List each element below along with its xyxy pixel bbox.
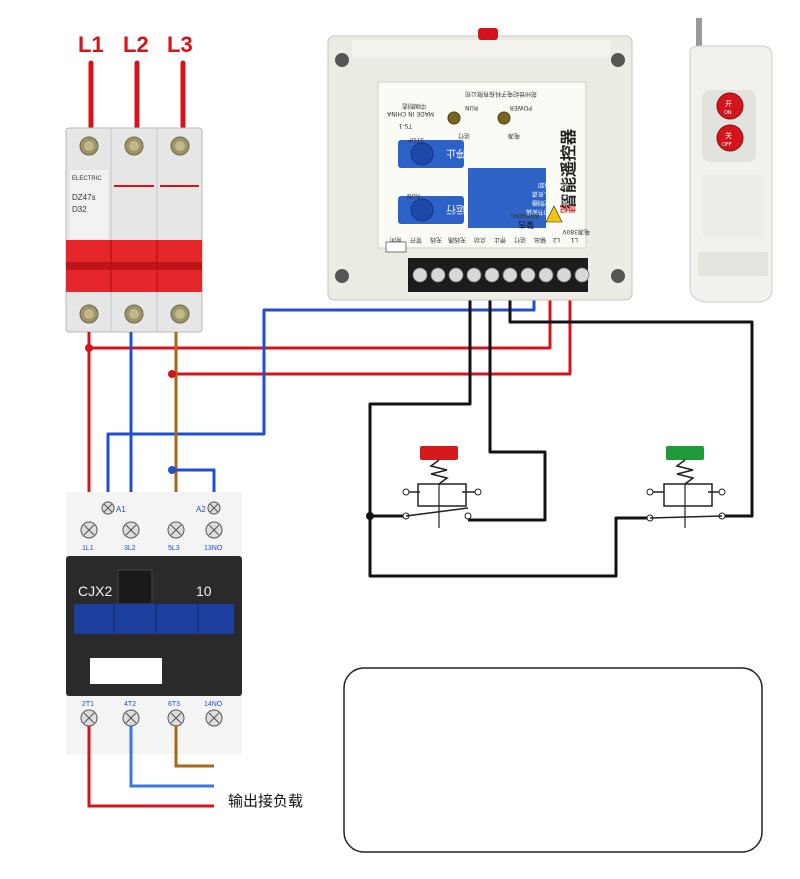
coil-terminal-a1: A1 [116, 505, 126, 514]
output-load-label: 输出接负载 [228, 792, 303, 810]
remote-on-label-cn: 开 [725, 100, 732, 108]
remote-off-label-en: OFF [722, 142, 732, 148]
terminal-14no: 14NO [204, 701, 223, 708]
output-wires [87, 726, 214, 808]
terminal-label-jog: 点动 [474, 236, 486, 244]
terminal-4t2: 4T2 [124, 701, 136, 708]
warning-icon [545, 205, 563, 223]
breaker-model: DZ47s [72, 193, 96, 202]
terminal-label-wl: 无线路 [448, 236, 466, 244]
circuit-breaker: ELECTRIC DZ47s D32 [65, 127, 203, 333]
terminal-label-l1: L1 [571, 236, 578, 243]
terminal-13no: 13NO [204, 545, 223, 552]
incoming-lines [88, 60, 186, 133]
phase-label-l1: L1 [78, 32, 104, 57]
power-label-cn: 电源 [508, 132, 520, 140]
breaker-brand: ELECTRIC [72, 176, 102, 182]
terminal-label-output: 输出 [534, 236, 546, 244]
controller-made-in-en: MADE IN CHINA [386, 110, 434, 117]
power-led [497, 111, 511, 125]
terminal-3l2: 3L2 [124, 545, 136, 552]
warning-line-2: 使用本控制器 [532, 199, 568, 207]
stop-label-en: STOP [408, 136, 424, 143]
terminal-label-no: 常开 [410, 236, 422, 244]
power-wires [87, 290, 572, 520]
terminal-label-run: 运行 [514, 236, 526, 244]
controller-company: 郑州世纪电子科技有限公司 [465, 90, 537, 98]
start-pushbutton-cap[interactable] [666, 446, 704, 460]
warning-title-cn: 警告 [518, 220, 534, 230]
phase-label-l3: L3 [167, 32, 193, 57]
controller-title: 智能遥控器 [559, 128, 578, 209]
contactor: A1 A2 1L1 3L2 5L3 13NO CJX2 10 2T1 4T2 6… [66, 492, 242, 754]
contactor-model: CJX2 [78, 583, 112, 599]
run-button[interactable] [410, 198, 434, 222]
remote-on-label-en: ON [724, 110, 732, 116]
terminal-5l3: 5L3 [168, 545, 180, 552]
terminal-label-row: L1 L2 输出 运行 停止 点动 无线路 无线 常开 常闭 [390, 236, 578, 244]
controller-made-in: 中国制造 [402, 102, 426, 110]
contactor-label-window [90, 658, 162, 684]
warning-block [468, 168, 546, 228]
terminal-2t1: 2T1 [82, 701, 94, 708]
wireless-controller: 郑州世纪电子科技有限公司 智能遥控器 中国制造 MADE IN CHINA TS… [327, 28, 633, 301]
controller-logo: 世纪 [560, 204, 576, 214]
run-label-en: RUN [465, 104, 478, 111]
breaker-rating: D32 [72, 205, 87, 214]
power-label-en: POWER [510, 104, 532, 111]
run-led [447, 111, 461, 125]
remote-off-button[interactable] [716, 124, 744, 152]
remote-off-label-cn: 关 [725, 131, 732, 140]
stop-button[interactable] [410, 142, 434, 166]
remote-on-button[interactable] [716, 92, 744, 120]
coil-terminal-a2: A2 [196, 505, 206, 514]
warning-title-en: WARNING [510, 212, 540, 219]
terminal-6t3: 6T3 [168, 701, 180, 708]
control-wires [368, 290, 754, 578]
note-box [343, 667, 763, 853]
terminal-label-nc: 常闭 [390, 236, 402, 244]
run-label-btn-en: RUN [407, 192, 420, 199]
contactor-blue-bar [74, 604, 234, 634]
controller-voltage: 电源380V [562, 228, 590, 236]
contactor-rating: 10 [196, 583, 212, 599]
start-pushbutton [646, 446, 726, 528]
stop-pushbutton-cap[interactable] [420, 446, 458, 460]
stop-pushbutton [402, 446, 482, 528]
terminal-label-l2: L2 [553, 236, 560, 243]
warning-line-4: 勿擅自拆卸 [538, 181, 568, 189]
run-label-cn: 运行 [458, 132, 470, 140]
phase-label-l2: L2 [123, 32, 149, 57]
remote-control: 开 ON 关 OFF [689, 18, 773, 303]
controller-model: TS-1 [398, 122, 413, 129]
warning-line-3: 非专业人员请 [532, 190, 568, 198]
stop-label-cn: 停止 [446, 147, 466, 160]
warning-line-1: 请按说明书安装 [526, 208, 568, 216]
remote-antenna [696, 18, 702, 58]
terminal-label-stop: 停止 [494, 236, 506, 244]
terminal-label-wireless: 无线 [430, 236, 442, 244]
run-label-btn-cn: 运行 [446, 203, 466, 216]
terminal-1l1: 1L1 [82, 545, 94, 552]
